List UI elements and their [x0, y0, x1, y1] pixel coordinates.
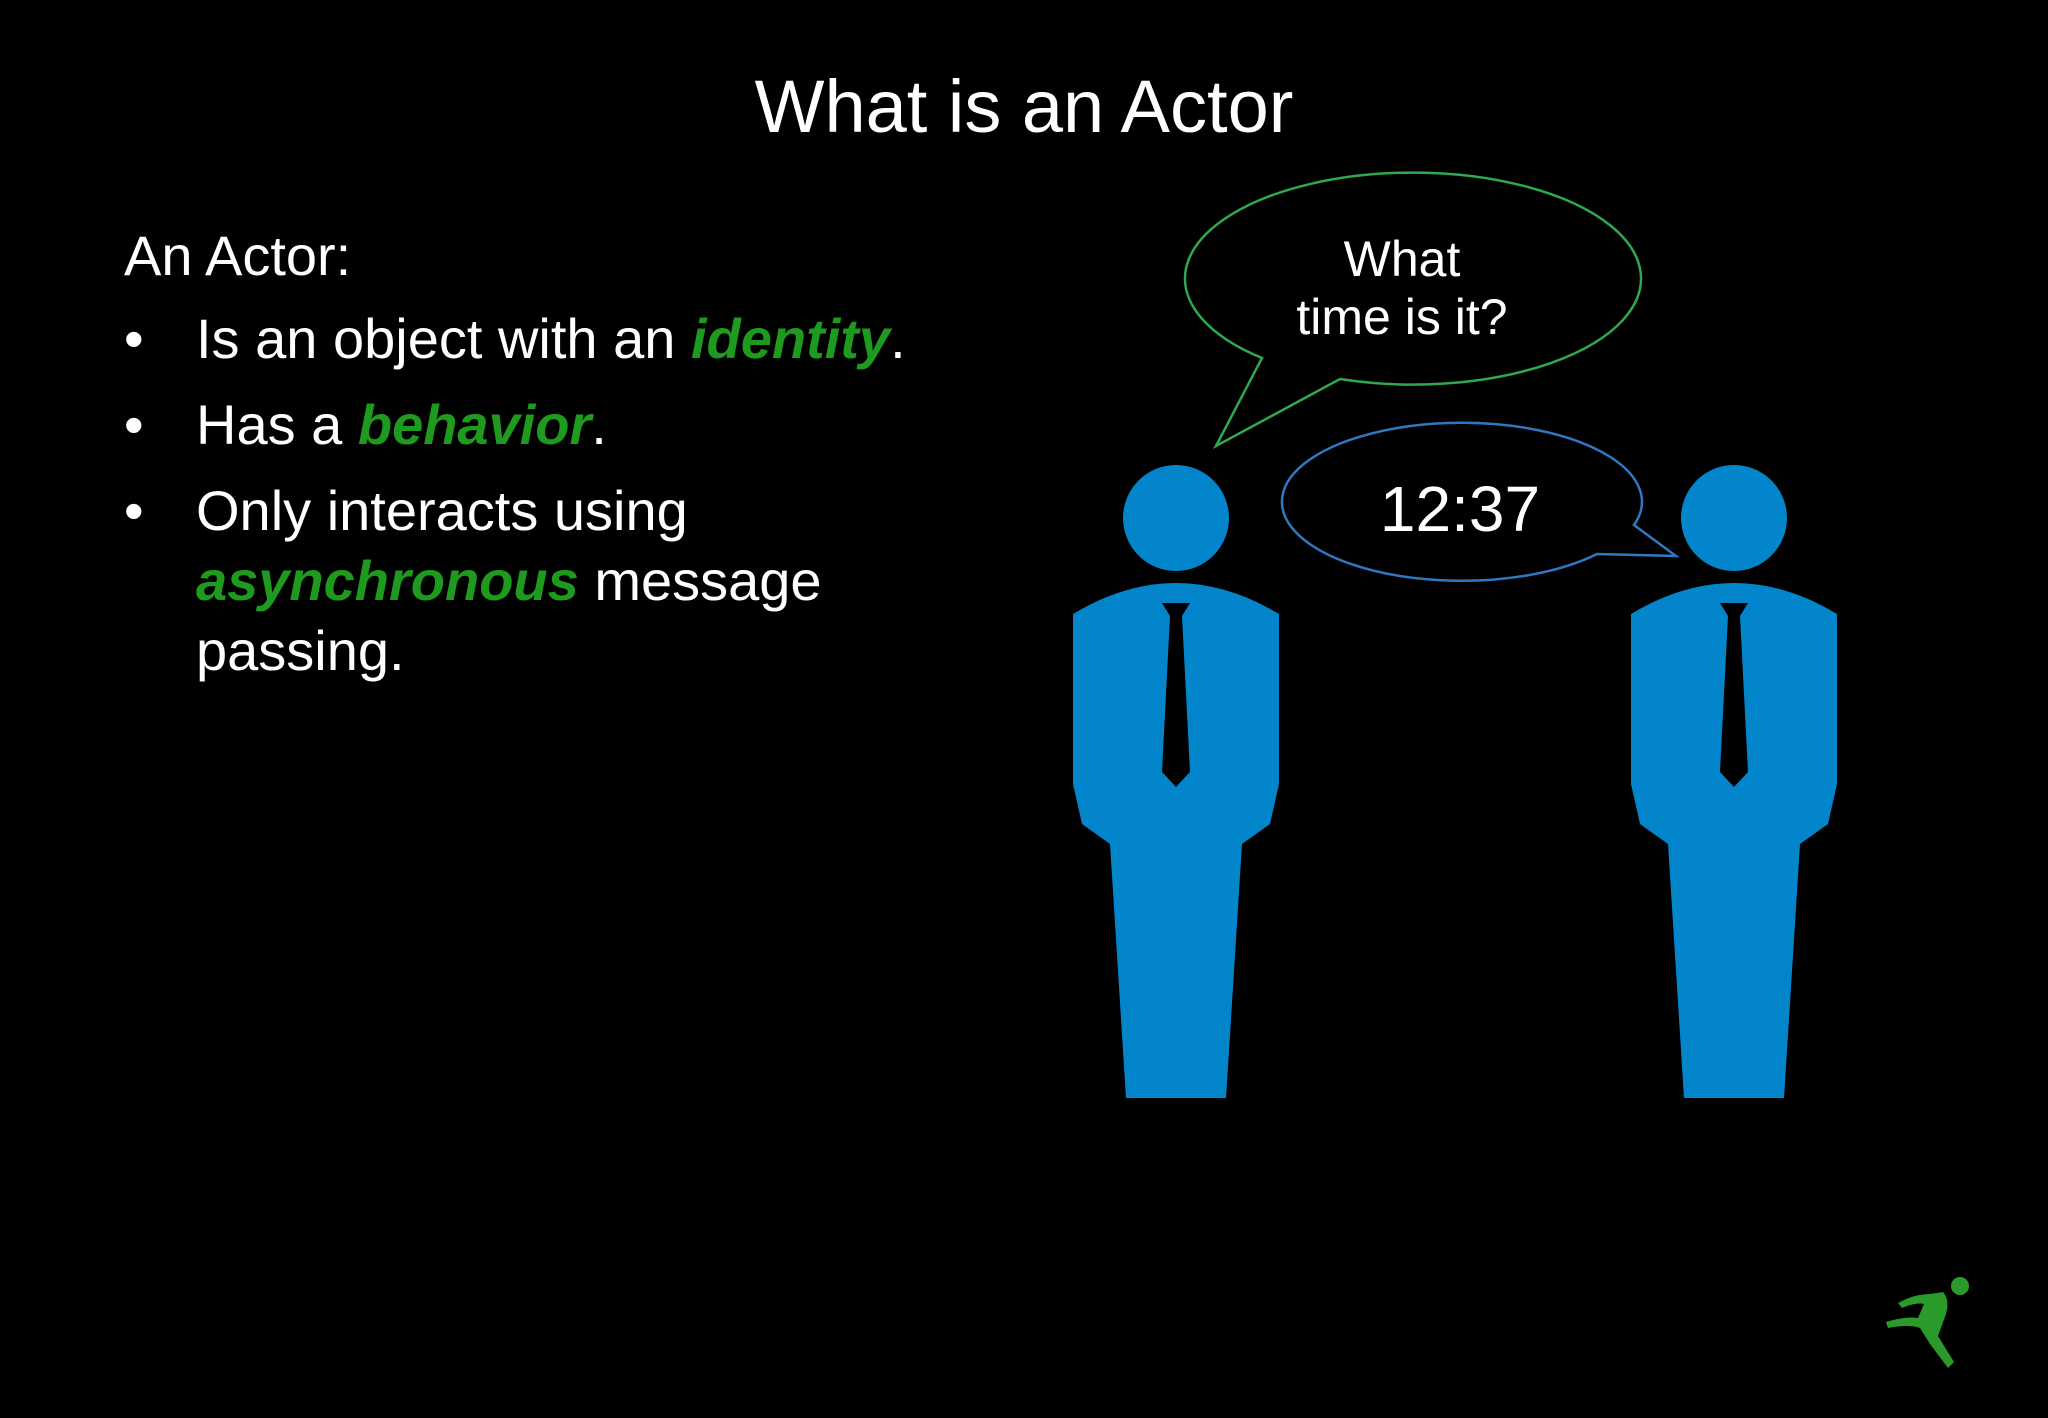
question-bubble: [1183, 171, 1643, 450]
intro-label: An Actor:: [124, 224, 352, 287]
bullet-keyword: behavior: [357, 393, 592, 456]
bullet-text: Only interacts using: [196, 479, 688, 542]
answer-bubble: [1280, 421, 1680, 583]
running-figure-logo-icon: [1886, 1277, 1969, 1368]
question-line-2: time is it?: [1296, 289, 1508, 345]
question-line-1: What: [1343, 231, 1461, 287]
bullet-list: • Is an object with an identity. • Has a…: [124, 304, 1024, 702]
answer-bubble-text: 12:37: [1379, 473, 1541, 545]
bullet-icon: •: [124, 393, 144, 456]
bullet-text-tail: message passing.: [196, 549, 822, 682]
bullet-text: Is an object with an: [196, 307, 691, 370]
bullet-item-behavior: • Has a behavior.: [124, 390, 1024, 460]
slide-title: What is an Actor: [754, 65, 1294, 148]
person-icon: [1073, 465, 1279, 1098]
bullet-item-identity: • Is an object with an identity.: [124, 304, 1024, 374]
bullet-text: Has a: [196, 393, 358, 456]
bullet-keyword: asynchronous: [196, 549, 579, 612]
bullet-keyword: identity: [690, 307, 891, 370]
bullet-punct: .: [591, 393, 607, 456]
question-bubble-text: What time is it?: [1252, 230, 1552, 346]
bullet-item-messaging: • Only interacts using asynchronous mess…: [124, 476, 1024, 686]
bullet-icon: •: [124, 479, 144, 542]
person-icon: [1631, 465, 1837, 1098]
bullet-punct: .: [890, 307, 906, 370]
bullet-icon: •: [124, 307, 144, 370]
